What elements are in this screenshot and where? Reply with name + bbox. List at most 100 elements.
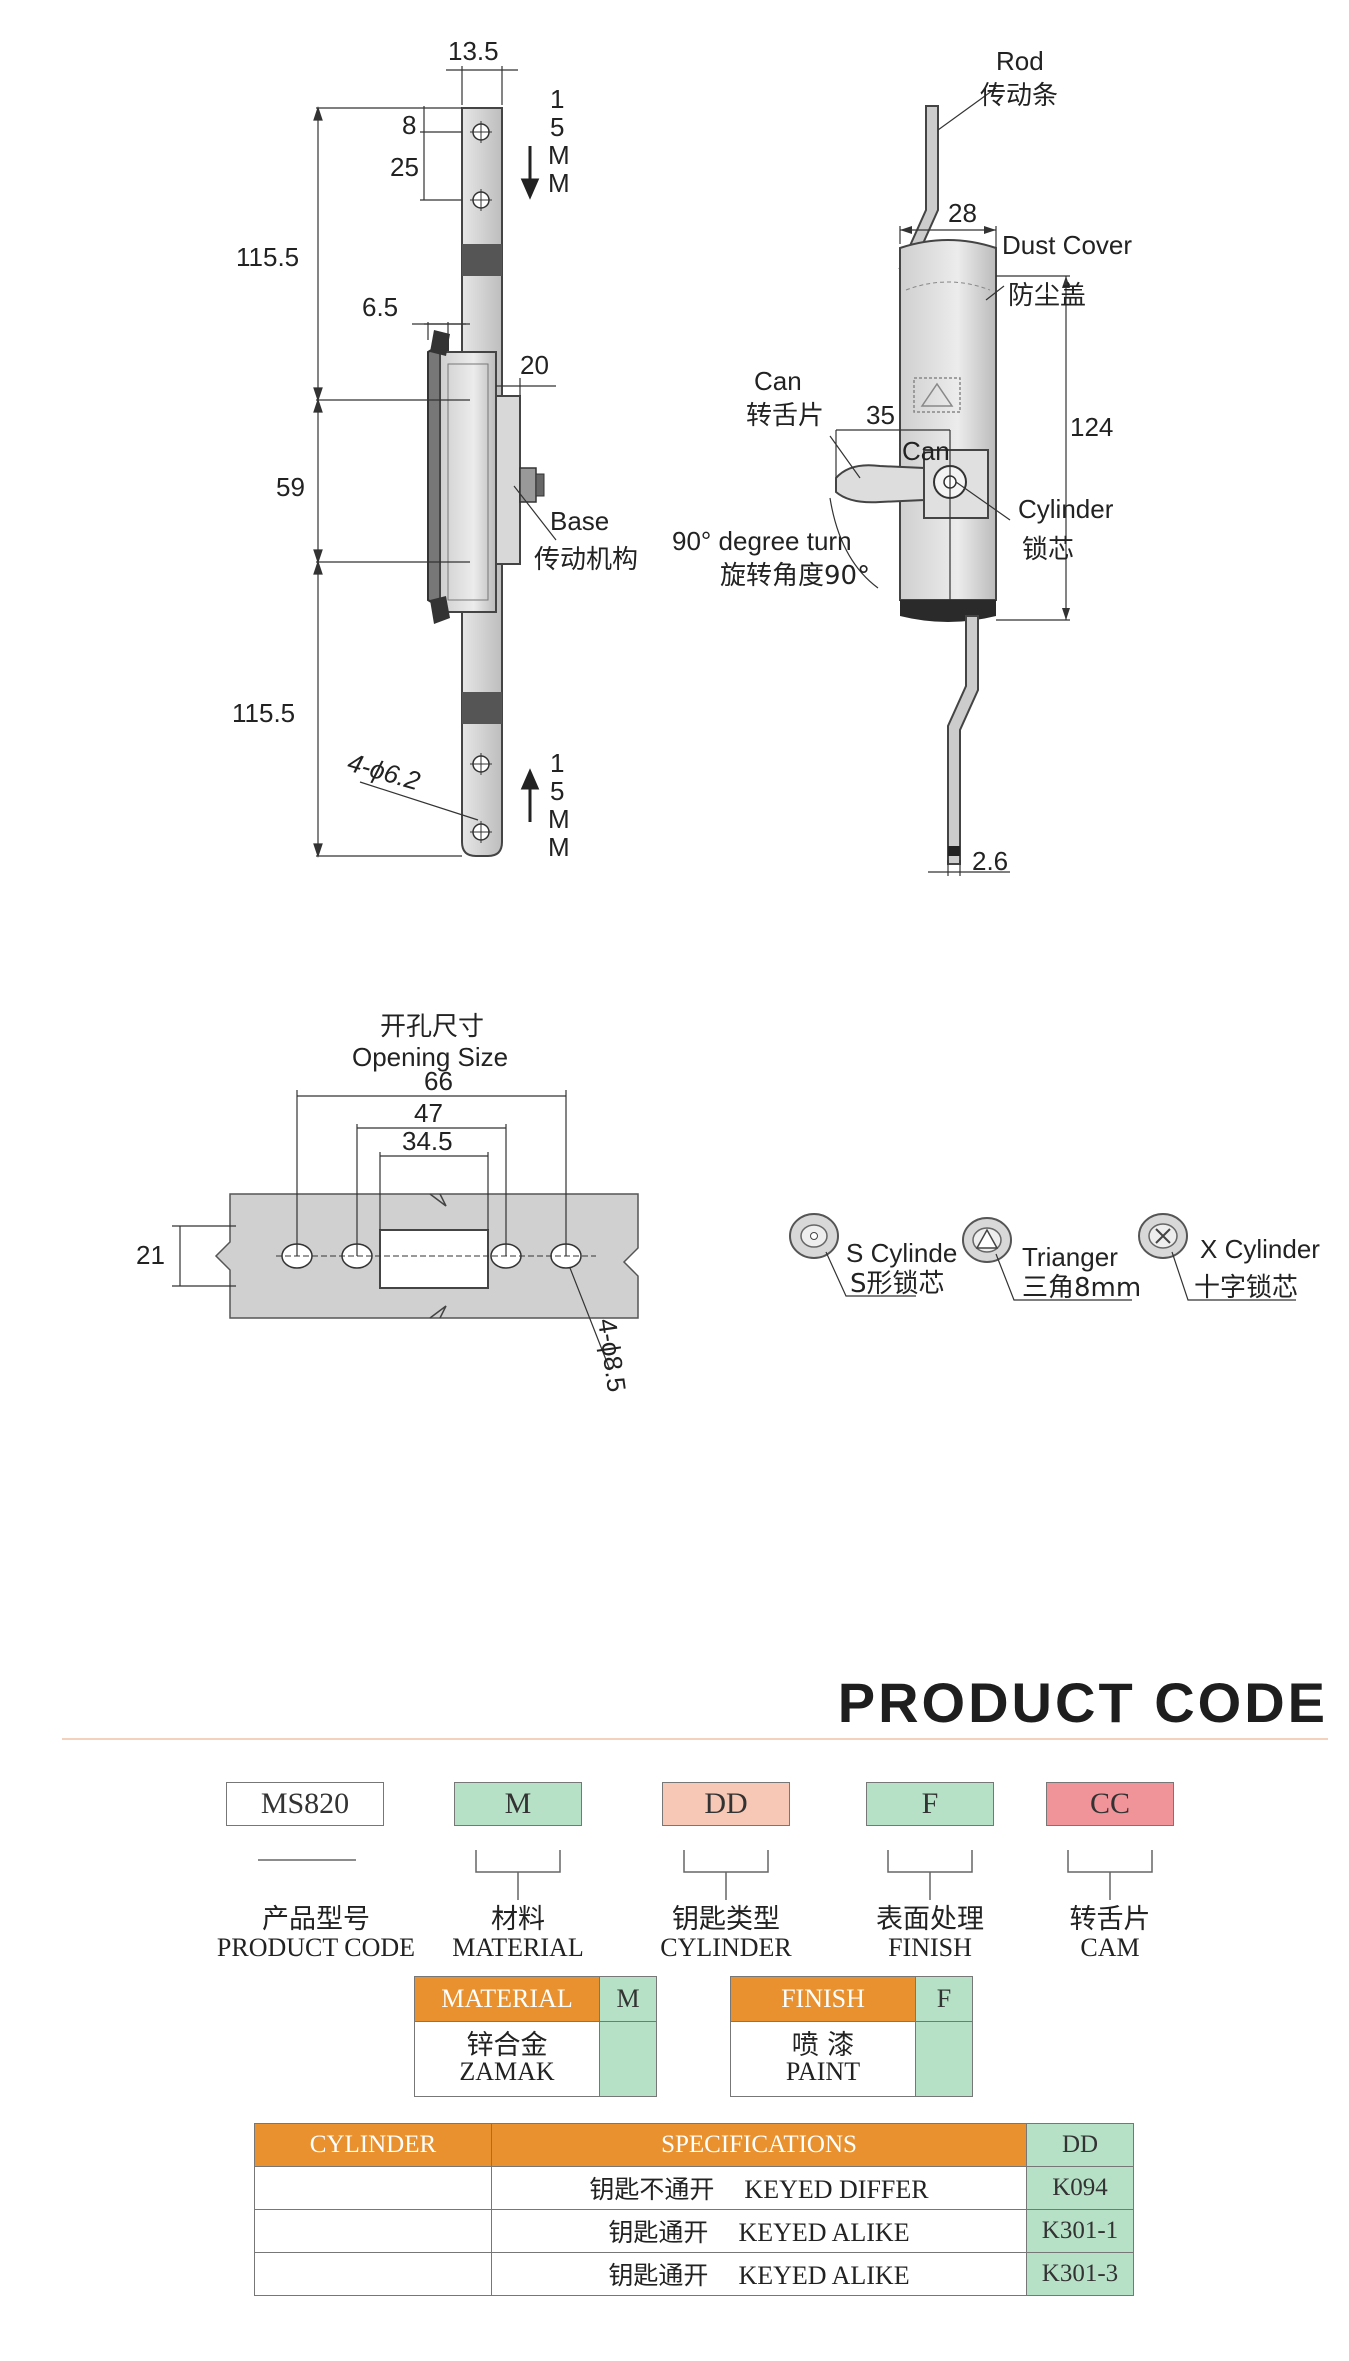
code-label-material-cn: 材料 — [491, 1904, 545, 1935]
cylinder-cell — [254, 2166, 492, 2210]
dim-66: 66 — [424, 1066, 453, 1096]
spec-cell: 钥匙通开 KEYED ALIKE — [491, 2252, 1027, 2296]
front-view: 13.5 8 25 115.5 6.5 20 59 115.5 1 5 M M … — [232, 36, 638, 862]
code-label-cam: 转舌片 CAM — [1040, 1906, 1180, 1962]
dim-20: 20 — [520, 350, 549, 380]
turn-label-cn: 旋转角度90° — [720, 561, 870, 591]
base-label-en: Base — [550, 506, 609, 536]
cylinder-cell — [254, 2209, 492, 2253]
code-label-finish-cn: 表面处理 — [876, 1904, 984, 1935]
code-label-finish-en: FINISH — [888, 1933, 972, 1962]
x-cylinder-label-cn: 十字锁芯 — [1194, 1273, 1298, 1303]
title-divider — [62, 1738, 1328, 1740]
x-cylinder-icon — [1138, 1213, 1188, 1259]
code-label-product: 产品型号 PRODUCT CODE — [206, 1906, 426, 1962]
stroke-top-3: M — [548, 140, 570, 170]
spec-cell: 钥匙通开 KEYED ALIKE — [491, 2209, 1027, 2253]
dim-47: 47 — [414, 1098, 443, 1128]
dim-59: 59 — [276, 472, 305, 502]
material-value: 锌合金 ZAMAK — [414, 2021, 600, 2097]
dim-6-5: 6.5 — [362, 292, 398, 322]
material-code: M — [599, 1976, 657, 2022]
dim-2-6: 2.6 — [972, 846, 1008, 876]
stroke-bottom-1: 1 — [550, 748, 564, 778]
stroke-top-1: 1 — [550, 84, 564, 114]
code-label-material-en: MATERIAL — [452, 1933, 584, 1962]
cylinder-label-cn: 锁芯 — [1022, 535, 1074, 565]
dust-cover-label-en: Dust Cover — [1002, 230, 1132, 260]
dd-header: DD — [1026, 2123, 1134, 2167]
code-box-cam: CC — [1046, 1782, 1174, 1826]
code-label-product-en: PRODUCT CODE — [216, 1933, 416, 1962]
code-box-finish: F — [866, 1782, 994, 1826]
stroke-bottom-2: 5 — [550, 776, 564, 806]
code-label-cam-en: CAM — [1080, 1933, 1140, 1962]
code-box-material: M — [454, 1782, 582, 1826]
spec-en: KEYED ALIKE — [738, 2218, 910, 2247]
spec-cell: 钥匙不通开 KEYED DIFFER — [491, 2166, 1027, 2210]
code-cell: K094 — [1026, 2166, 1134, 2210]
technical-drawing: 13.5 8 25 115.5 6.5 20 59 115.5 1 5 M M … — [136, 36, 1320, 1394]
spec-cn: 钥匙通开 — [608, 2261, 709, 2290]
turn-label-en: 90° degree turn — [672, 526, 852, 556]
finish-value-cn: 喷 漆 — [791, 2030, 855, 2061]
code-brackets — [258, 1850, 1153, 1900]
finish-header: FINISH — [730, 1976, 916, 2022]
s-cylinder-icon — [789, 1213, 839, 1259]
code-cell: K301-1 — [1026, 2209, 1134, 2253]
cylinder-cell — [254, 2252, 492, 2296]
rod-label-cn: 传动条 — [980, 81, 1058, 111]
table-row: 钥匙不通开 KEYED DIFFER K094 — [254, 2166, 1134, 2210]
material-table: MATERIAL M 锌合金 ZAMAK — [414, 1976, 657, 2097]
stroke-top-2: 5 — [550, 112, 564, 142]
cylinder-label-en: Cylinder — [1018, 494, 1114, 524]
material-value-cn: 锌合金 — [466, 2030, 548, 2061]
dim-28: 28 — [948, 198, 977, 228]
dim-8: 8 — [402, 110, 416, 140]
opening-title-cn: 开孔尺寸 — [380, 1012, 484, 1042]
dim-13-5: 13.5 — [448, 36, 499, 66]
finish-code-cell — [915, 2021, 973, 2097]
can-label-2: Can — [902, 436, 950, 466]
code-label-material: 材料 MATERIAL — [438, 1906, 598, 1962]
cylinder-types: S Cylinde S形锁芯 Trianger 三角8mm X Cylinder… — [789, 1213, 1320, 1303]
side-view: Rod 传动条 28 Dust Cover 防尘盖 124 Can 转舌片 35… — [672, 46, 1132, 876]
product-code-title: PRODUCT CODE — [837, 1671, 1328, 1734]
dim-115-5-bottom: 115.5 — [232, 698, 295, 728]
dim-115-5-top: 115.5 — [236, 242, 299, 272]
dim-124: 124 — [1070, 412, 1113, 442]
spec-en: KEYED DIFFER — [744, 2175, 929, 2204]
code-label-cylinder-cn: 钥匙类型 — [672, 1904, 780, 1935]
code-label-cam-cn: 转舌片 — [1069, 1904, 1151, 1935]
front-hole-spec: 4-ϕ6.2 — [344, 747, 424, 796]
s-cylinder-label-cn: S形锁芯 — [850, 1269, 945, 1299]
s-cylinder-label-en: S Cylinde — [846, 1238, 957, 1268]
stroke-top-4: M — [548, 168, 570, 198]
triangle-cylinder-label-en: Trianger — [1022, 1242, 1118, 1272]
spec-cn: 钥匙不通开 — [589, 2175, 715, 2204]
material-value-en: ZAMAK — [459, 2057, 555, 2086]
code-label-finish: 表面处理 FINISH — [850, 1906, 1010, 1962]
base-label-cn: 传动机构 — [534, 545, 638, 575]
stroke-bottom-4: M — [548, 832, 570, 862]
spec-en: KEYED ALIKE — [738, 2261, 910, 2290]
opening-title-en: Opening Size — [352, 1042, 508, 1072]
table-row: 钥匙通开 KEYED ALIKE K301-3 — [254, 2252, 1134, 2296]
cylinder-header: CYLINDER — [254, 2123, 492, 2167]
triangle-cylinder-icon — [962, 1217, 1012, 1263]
code-cell: K301-3 — [1026, 2252, 1134, 2296]
code-label-cylinder: 钥匙类型 CYLINDER — [646, 1906, 806, 1962]
rod-label-en: Rod — [996, 46, 1044, 76]
can-label-en: Can — [754, 366, 802, 396]
specifications-header: SPECIFICATIONS — [491, 2123, 1027, 2167]
opening-size-view: 开孔尺寸 Opening Size 66 47 34.5 21 4-ϕ8.5 — [136, 1012, 639, 1394]
code-box-product: MS820 — [226, 1782, 384, 1826]
table-row: 钥匙通开 KEYED ALIKE K301-1 — [254, 2209, 1134, 2253]
can-label-cn: 转舌片 — [746, 401, 824, 431]
finish-table: FINISH F 喷 漆 PAINT — [730, 1976, 973, 2097]
x-cylinder-label-en: X Cylinder — [1200, 1234, 1320, 1264]
material-header: MATERIAL — [414, 1976, 600, 2022]
code-label-cylinder-en: CYLINDER — [660, 1933, 792, 1962]
spec-cn: 钥匙通开 — [608, 2218, 709, 2247]
cylinder-table: CYLINDER SPECIFICATIONS DD 钥匙不通开 KEYED DI… — [254, 2123, 1134, 2296]
